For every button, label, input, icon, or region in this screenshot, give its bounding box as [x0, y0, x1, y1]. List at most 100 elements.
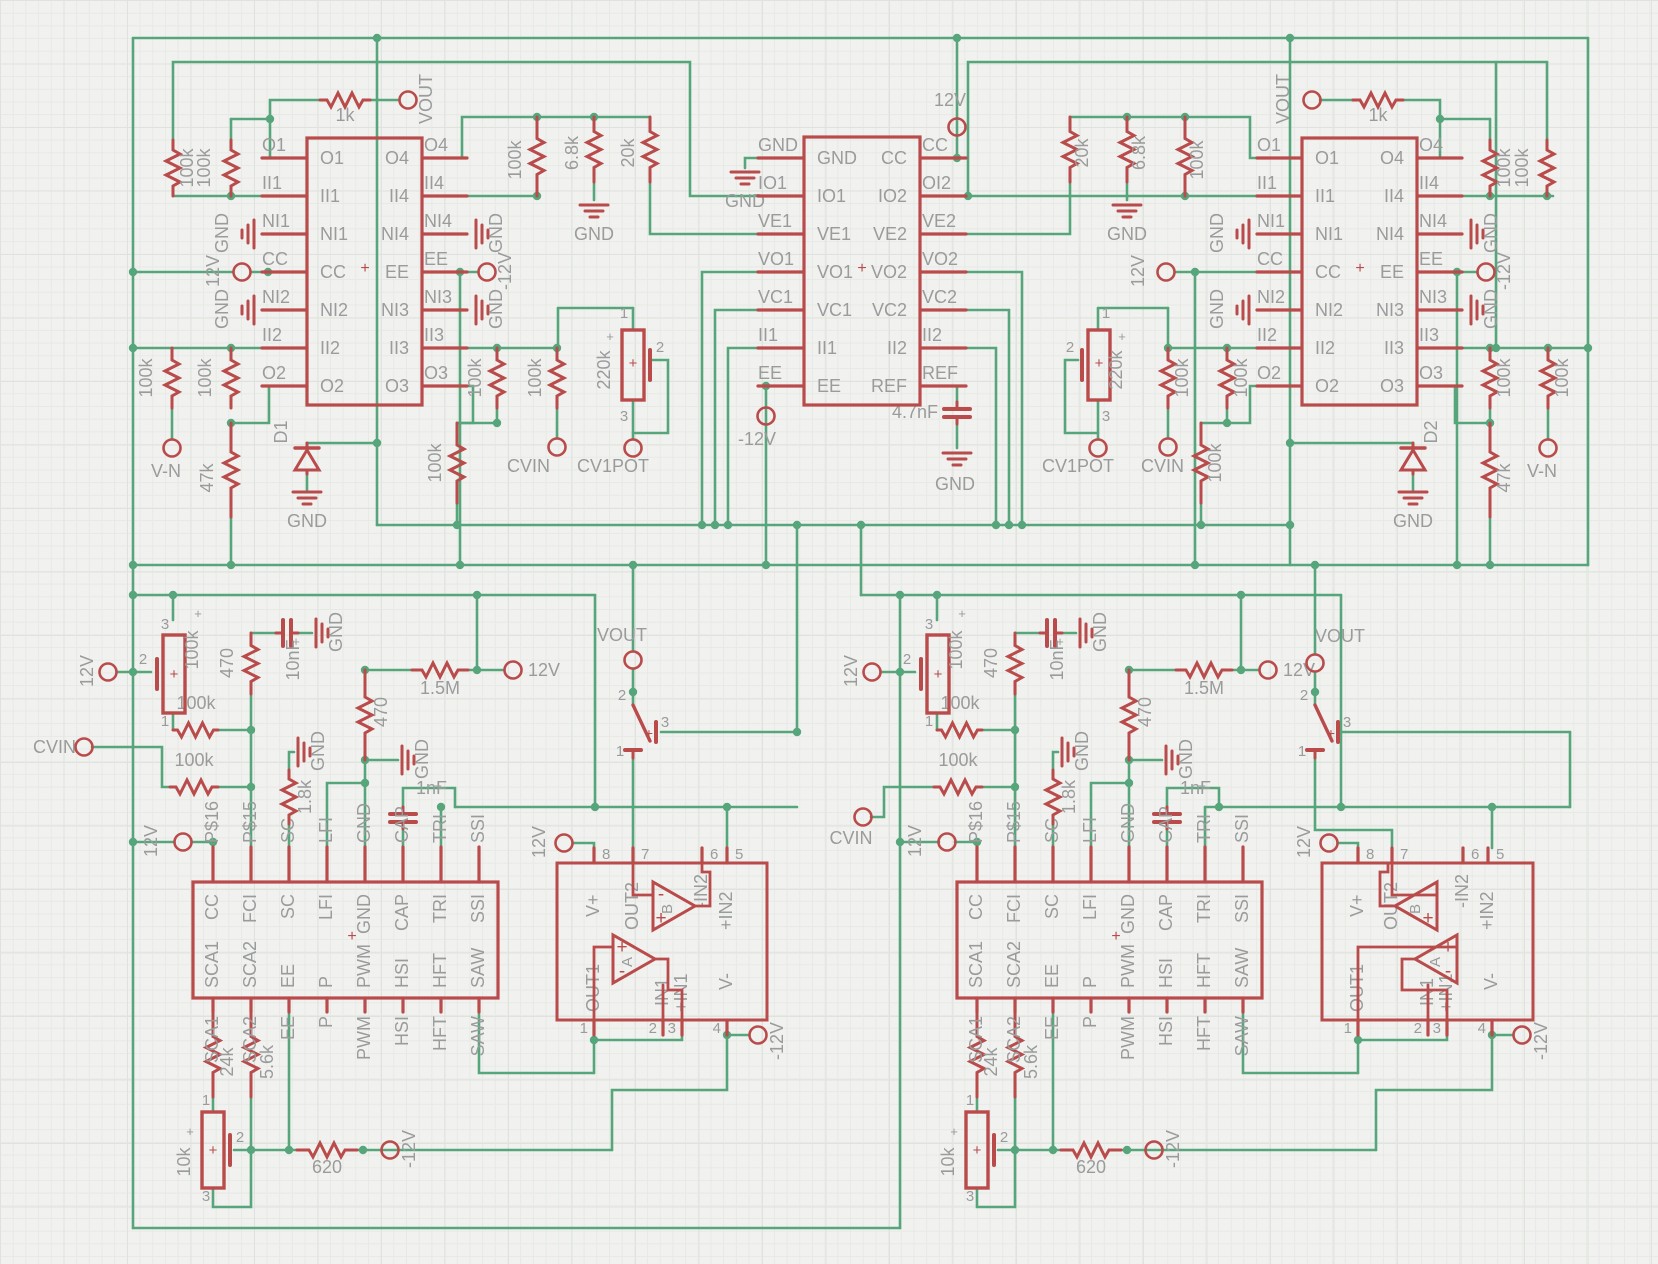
wire[interactable] [964, 308, 1011, 527]
resistor-100k[interactable] [171, 719, 220, 741]
wire[interactable] [1165, 786, 1221, 809]
wire[interactable] [713, 308, 760, 527]
wire[interactable] [1063, 358, 1100, 435]
wire[interactable] [869, 785, 936, 819]
resistor-100k[interactable] [1174, 115, 1196, 198]
wire[interactable] [1051, 750, 1060, 772]
wire[interactable] [268, 98, 322, 121]
potentiometer-10k[interactable] [200, 1110, 226, 1190]
wire[interactable] [964, 270, 1024, 527]
resistor-470[interactable] [354, 668, 376, 762]
resistor-100k[interactable] [935, 719, 984, 741]
resistor-100k[interactable] [1157, 346, 1179, 410]
port-12V[interactable] [937, 832, 957, 852]
port--12V[interactable] [1144, 1140, 1164, 1160]
port-CVIN[interactable] [74, 737, 94, 757]
wire[interactable] [90, 745, 172, 789]
port-12V[interactable] [98, 662, 118, 682]
resistor-5.6k[interactable] [240, 1010, 262, 1099]
wire[interactable] [631, 358, 670, 435]
port--12V[interactable] [380, 1140, 400, 1160]
potentiometer-100k[interactable] [161, 633, 187, 715]
wire[interactable] [1068, 115, 1259, 160]
wire[interactable] [964, 180, 1072, 236]
resistor-1k[interactable] [1351, 89, 1405, 111]
opamp-triangle-A[interactable] [611, 932, 659, 986]
wire[interactable] [1225, 384, 1259, 425]
port-CVIN[interactable] [1158, 437, 1178, 457]
port-V-N[interactable] [1538, 438, 1558, 458]
resistor-6.8k[interactable] [1116, 115, 1138, 184]
wire[interactable] [610, 1033, 729, 1152]
wire[interactable] [1374, 1033, 1494, 1152]
wire[interactable] [1313, 756, 1394, 850]
port-CV1POT[interactable] [623, 438, 643, 458]
wire[interactable] [1336, 841, 1360, 850]
port-12V[interactable] [503, 660, 523, 680]
potentiometer-220k[interactable] [620, 328, 646, 402]
port-CV1POT[interactable] [1088, 438, 1108, 458]
switch-lever[interactable] [631, 703, 652, 743]
resistor-100k[interactable] [1536, 138, 1558, 198]
port-CVIN[interactable] [547, 437, 567, 457]
resistor-20k[interactable] [1059, 115, 1081, 184]
resistor-100k[interactable] [220, 138, 242, 198]
resistor-5.6k[interactable] [1004, 1010, 1026, 1099]
wire[interactable] [592, 1033, 684, 1042]
wire[interactable] [966, 60, 1549, 198]
wire[interactable] [211, 1148, 253, 1209]
port-12V[interactable] [1319, 833, 1339, 853]
resistor-1.5M[interactable] [1174, 659, 1234, 681]
port-VOUT[interactable] [398, 90, 418, 110]
resistor-620[interactable] [1059, 1139, 1123, 1161]
resistor-24k[interactable] [202, 1010, 224, 1099]
wire[interactable] [477, 1010, 596, 1075]
resistor-1.8k[interactable] [1042, 768, 1064, 826]
resistor-620[interactable] [295, 1139, 359, 1161]
port-12V[interactable] [1258, 660, 1278, 680]
port-V-N[interactable] [162, 438, 182, 458]
port-VOUT[interactable] [1302, 90, 1322, 110]
wire[interactable] [171, 60, 760, 198]
resistor-100k[interactable] [546, 346, 568, 410]
ic-body-IC4[interactable] [191, 880, 500, 1000]
resistor-100k[interactable] [220, 346, 242, 410]
wire[interactable] [1401, 98, 1442, 121]
resistor-100k[interactable] [1479, 346, 1501, 410]
resistor-47k[interactable] [220, 421, 242, 519]
potentiometer-10k[interactable] [964, 1110, 990, 1190]
resistor-100k[interactable] [168, 776, 220, 798]
port-12V[interactable] [232, 262, 252, 282]
resistor-470[interactable] [240, 631, 262, 696]
wire[interactable] [743, 156, 760, 170]
resistor-100k[interactable] [526, 115, 548, 198]
wire[interactable] [1089, 781, 1131, 849]
port-12V[interactable] [1156, 262, 1176, 282]
resistor-100k[interactable] [161, 346, 183, 410]
resistor-470[interactable] [1118, 668, 1140, 762]
wire[interactable] [964, 346, 998, 527]
port--12V[interactable] [756, 406, 776, 426]
port-CVIN[interactable] [853, 807, 873, 827]
port-VOUT[interactable] [623, 650, 643, 670]
resistor-1k[interactable] [318, 89, 372, 111]
resistor-100k[interactable] [932, 776, 984, 798]
wire[interactable] [648, 180, 760, 236]
port--12V[interactable] [1476, 262, 1496, 282]
wire[interactable] [1453, 384, 1492, 425]
opamp-triangle-B[interactable] [651, 879, 699, 933]
port--12V[interactable] [748, 1025, 768, 1045]
port-12V[interactable] [947, 117, 967, 137]
resistor-6.8k[interactable] [583, 115, 605, 184]
wire[interactable] [1241, 1010, 1360, 1075]
resistor-20k[interactable] [639, 115, 661, 184]
resistor-1.8k[interactable] [278, 768, 300, 826]
potentiometer-100k[interactable] [925, 633, 951, 715]
wire[interactable] [918, 384, 959, 404]
ic-body-IC5[interactable] [955, 880, 1264, 1000]
wire[interactable] [1356, 1033, 1449, 1042]
port--12V[interactable] [477, 262, 497, 282]
resistor-100k[interactable] [162, 138, 184, 198]
diode-D2[interactable] [1398, 447, 1428, 472]
wire[interactable] [287, 750, 296, 772]
